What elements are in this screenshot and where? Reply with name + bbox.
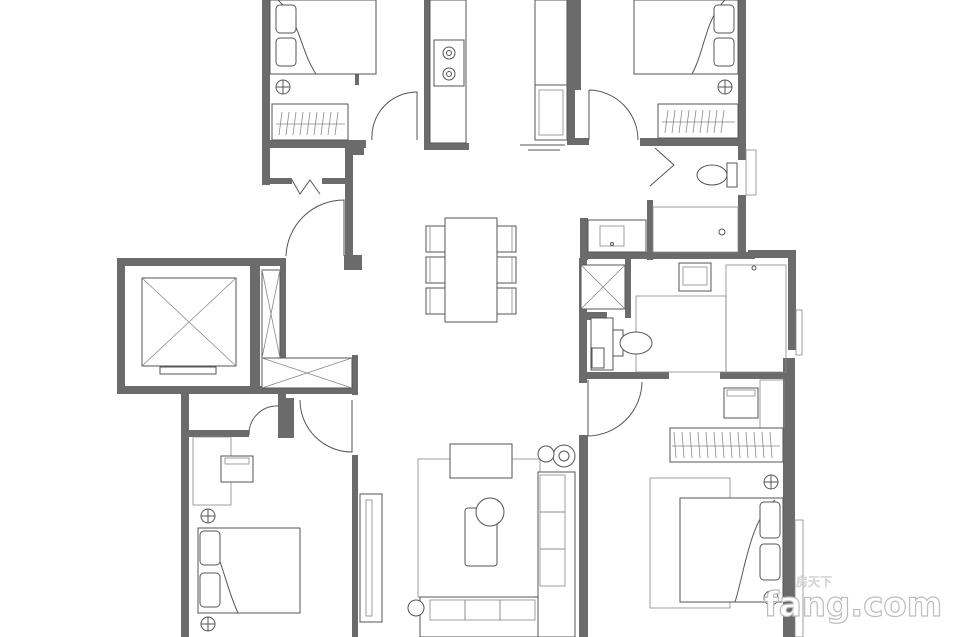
watermark-brand: fang.com [764,585,942,625]
wall-kitchen-left [424,0,430,150]
tv-console [359,493,383,623]
kitchen [429,0,568,151]
wall-elevator-bottom [117,386,262,394]
wall-stair-right [280,258,286,358]
doors [248,89,675,453]
door-hall-left [285,199,345,257]
wall-bath1-left [647,200,653,260]
pillow-se-2 [759,543,781,581]
wall-kitchen-bottom [424,143,469,150]
pillow-se-1 [759,501,781,539]
wall-bedroom-sw-door2 [286,398,294,438]
wall-closet-bottom [262,178,292,184]
wall-bedroom-sw-right [352,455,358,637]
wall-hall-left-upper [345,145,353,270]
wall-elevator-top [117,258,280,266]
sink-ne [587,219,647,253]
wall-elevator-right [250,258,260,394]
pillow-nw-1 [275,4,297,34]
fridge [534,84,568,141]
lamp-living [537,445,555,463]
wall-hall-left-step [352,140,364,155]
wall-bedroom-nw-left [262,0,270,145]
wall-bath2-left [579,258,587,383]
pillow-sw-2 [199,572,221,608]
wall-closet-se-top [720,372,790,379]
wall-bedroom-sw-door [278,390,286,438]
pillow-sw-1 [199,530,221,566]
walls [117,0,796,637]
wall-bath1-right [738,195,746,255]
bedroom-se [649,379,804,637]
bedroom-nw [269,0,377,141]
wall-bath-right-v [788,250,796,350]
bathroom-ne [587,149,757,253]
wall-stair-right-v [352,355,358,395]
sofa-side [537,471,576,637]
chair-se [723,387,759,419]
sofa-bottom [419,596,539,637]
door-bedroom-sw [299,399,353,453]
chair-sw [220,455,254,483]
door-bedroom-nw [371,91,418,141]
toilet-ne [696,164,728,186]
wall-bath2-lower [587,312,607,320]
chair-r1 [496,225,517,253]
watermark-brand-cn: 房天下 [796,574,832,589]
living-room [359,443,576,637]
door-bedroom-ne [588,89,639,141]
elevator [141,269,353,389]
armchair [449,443,513,479]
door-bath1 [649,147,675,187]
door-closet-nw [291,179,321,195]
toilet-2 [619,331,653,355]
pillow-ne-2 [713,37,735,67]
dining [425,217,517,323]
wall-kitchen-right [567,0,575,145]
chair-r2 [496,256,517,284]
wall-living-right [579,435,588,637]
bathroom-center [580,262,803,373]
chair-l3 [425,287,446,315]
wardrobe-se [669,427,784,463]
bedroom-sw [192,436,301,632]
wall-elevator-outer [117,258,125,393]
pillow-ne-1 [713,4,735,34]
wall-kitchen-right-bottom [567,138,589,145]
elevator-door [159,366,217,375]
chair-l2 [425,256,446,284]
wall-bath1-mid [580,218,588,260]
wall-bedroom-ne-left [575,0,581,90]
wall-bath-right-outer [748,250,796,258]
watermark: 房天下 fang.com [763,574,942,626]
wardrobe-nw-hangers [276,111,345,136]
wall-bedroom-se-right [783,358,795,637]
pillow-nw-2 [275,37,297,67]
wall-bath2-mid [625,258,631,318]
wall-bedroom-ne-bottom [640,138,746,146]
wall-bedroom-nw-bottom [262,140,366,148]
toilet-tank-ne [726,162,738,188]
wall-bedroom-ne-right [738,0,746,160]
wall-bath-strip [580,252,755,259]
sink-2 [678,262,712,292]
wall-hall-left-door [344,255,362,270]
chair-l1 [425,225,446,253]
wardrobe-ne [657,103,739,139]
counter-right [534,0,568,86]
door-bath2 [587,380,643,437]
wall-bath2-bottom [579,372,669,379]
wall-bedroom-sw-left [181,390,189,637]
wall-stair-bottom [262,388,357,394]
wall-bedroom-sw-top [189,430,249,437]
floor-lamp [407,599,425,617]
side-table [475,497,505,527]
wall-closet-bottom-r [322,178,352,184]
chair-r3 [496,287,517,315]
door-closet-sw [248,405,279,436]
dining-table [444,217,498,323]
bedroom-ne [633,0,739,139]
wall-closet-left [262,145,270,185]
